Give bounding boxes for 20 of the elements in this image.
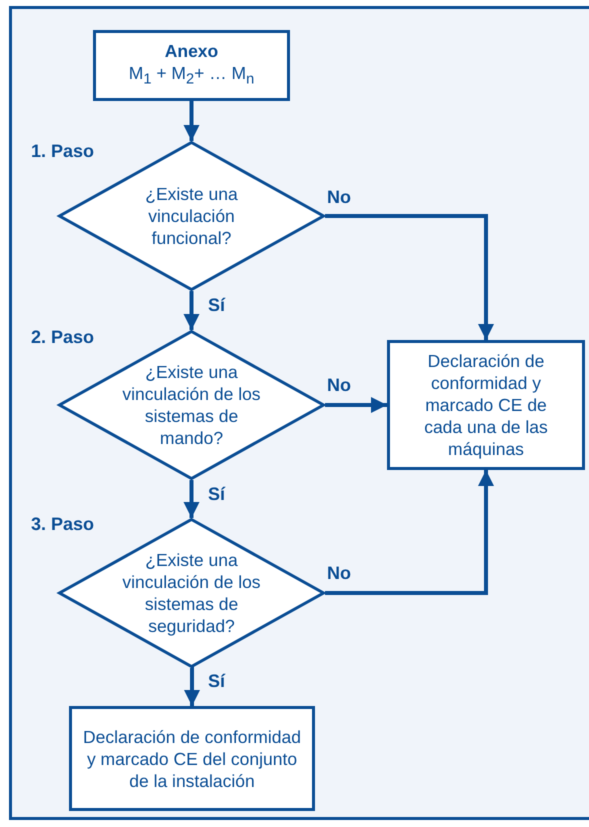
decision-question: ¿Existe una vinculación de los sistemas de mando?	[121, 361, 262, 449]
flow-arrow	[184, 666, 200, 706]
start-box	[93, 30, 290, 101]
flow-arrow	[184, 291, 200, 330]
process-box	[387, 340, 585, 470]
box-text: Declaración de conformidad y marcado CE de cada una de las máquinas	[423, 350, 549, 460]
flow-arrow	[325, 214, 494, 340]
box-text: Declaración de conformidad y marcado CE del conjunto de la instalación	[82, 726, 302, 792]
flow-arrow	[184, 101, 200, 141]
flow-arrow	[184, 480, 200, 518]
step-label: 3. Paso	[30, 514, 96, 534]
step-label: 1. Paso	[30, 141, 96, 161]
box-text: M$_{1}$ + M$_{2}$+ … M$_{n}$	[128, 62, 254, 90]
decision-question: ¿Existe una vinculación funcional?	[144, 183, 239, 249]
step-label: 2. Paso	[30, 327, 96, 347]
box-heading: Anexo	[164, 40, 218, 62]
flow-arrow	[325, 397, 387, 413]
flow-arrow	[325, 470, 494, 595]
decision-question: ¿Existe una vinculación de los sistemas de seguridad?	[121, 549, 262, 637]
process-box	[69, 706, 315, 811]
